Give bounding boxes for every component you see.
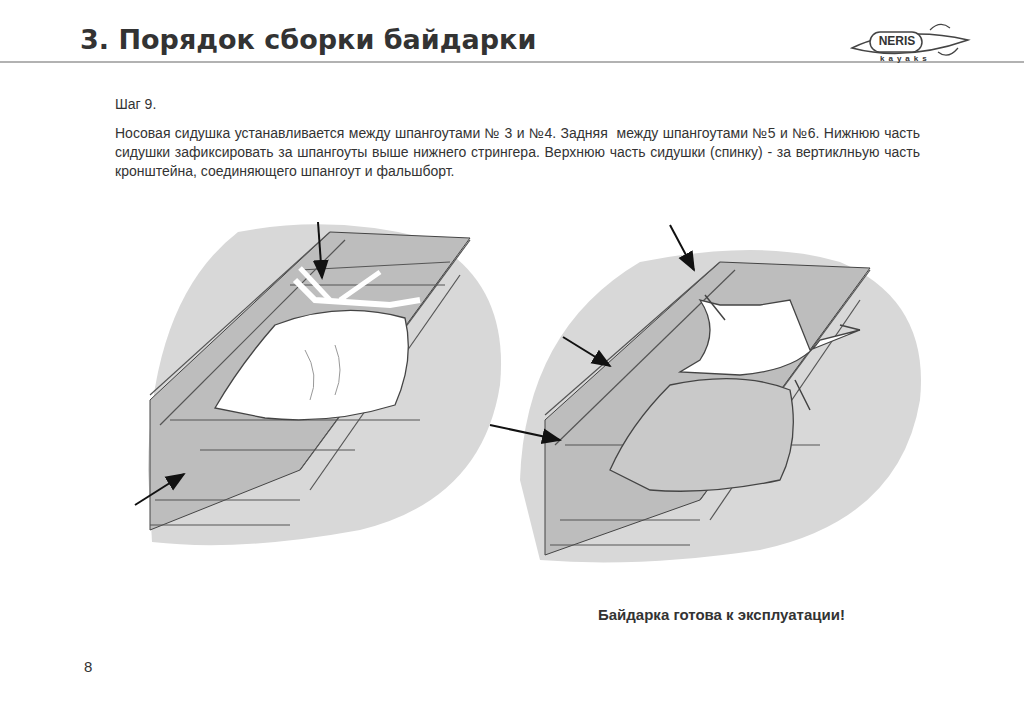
step-heading: Шаг 9.	[115, 96, 315, 112]
kayak-stern-seat	[490, 225, 921, 562]
instruction-paragraph: Носовая сидушка устанавливается между шп…	[115, 124, 920, 181]
logo-text: NERIS	[874, 34, 920, 48]
ready-note: Байдарка готова к эксплуатации!	[598, 606, 928, 623]
logo-subtext: kayaks	[880, 54, 960, 63]
kayak-bow-seat	[135, 222, 501, 545]
logo	[852, 24, 968, 55]
header-rule	[0, 61, 1024, 63]
page-number: 8	[84, 658, 114, 675]
page-title: 3. Порядок сборки байдарки	[80, 24, 780, 55]
